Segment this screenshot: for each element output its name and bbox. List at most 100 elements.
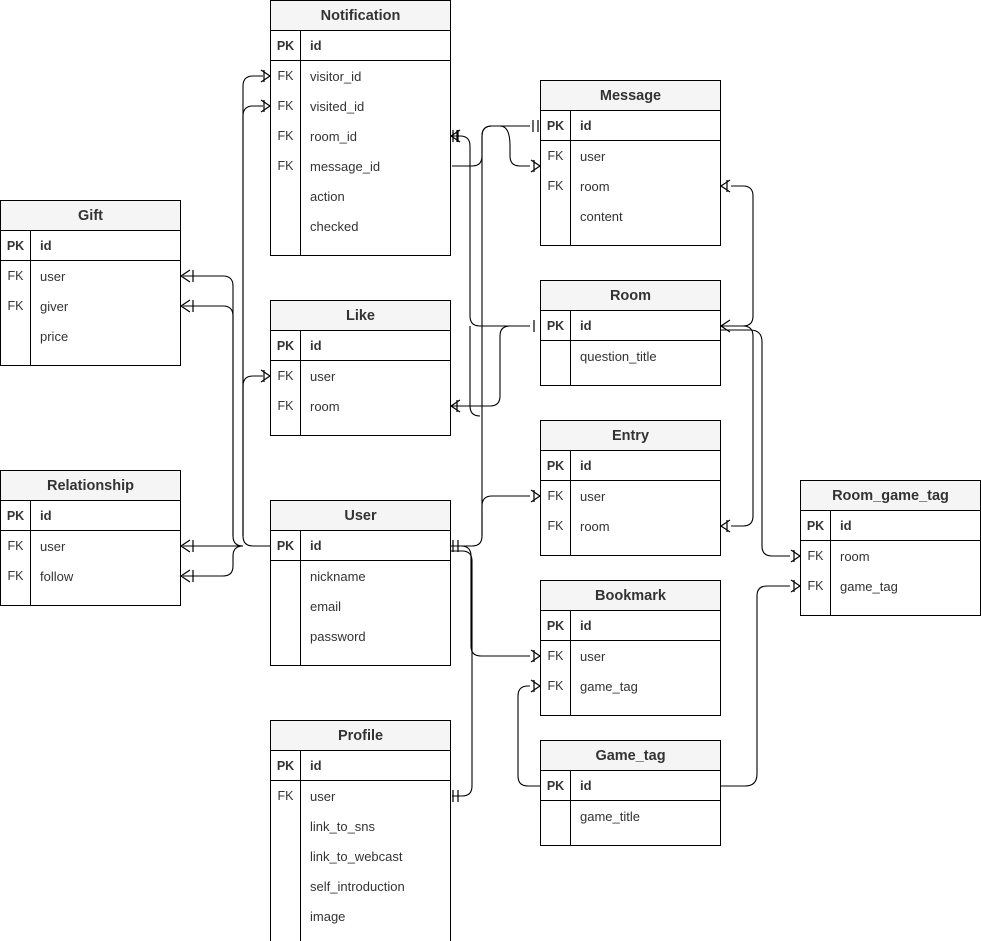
attribute-row[interactable]: FK user (271, 361, 450, 391)
attribute-key-badge: FK (541, 511, 571, 541)
attribute-name: price (40, 328, 69, 344)
attribute-name: id (580, 778, 592, 793)
entity-bottom-pad (271, 651, 450, 665)
attribute-name: id (580, 118, 592, 133)
attribute-row[interactable]: nickname (271, 561, 450, 591)
attribute-row[interactable]: image (271, 901, 450, 931)
attribute-row[interactable]: FK room (271, 391, 450, 421)
entity-bottom-pad-key-cell (271, 241, 301, 255)
entity-bottom-pad (541, 831, 720, 845)
attribute-key-badge: PK (271, 31, 301, 60)
entity-bottom-pad-key-cell (801, 601, 831, 615)
attribute-key-badge: FK (271, 91, 301, 121)
attribute-key-badge: PK (271, 531, 301, 560)
attribute-key-badge: FK (271, 121, 301, 151)
attribute-row[interactable]: password (271, 621, 450, 651)
attribute-row[interactable]: question_title (541, 341, 720, 371)
attribute-name: user (310, 788, 336, 804)
attribute-name: user (310, 368, 336, 384)
attribute-key-badge (271, 811, 301, 841)
attribute-key-badge: FK (271, 781, 301, 811)
attribute-name: id (840, 518, 852, 533)
entity-bottom-pad-name-cell (301, 931, 450, 941)
attribute-name: id (310, 338, 322, 353)
entity-bottom-pad (271, 241, 450, 255)
entity-title-notification: Notification (271, 1, 450, 31)
attribute-name: action (310, 188, 345, 204)
attribute-name: id (40, 508, 52, 523)
attribute-row[interactable]: content (541, 201, 720, 231)
entity-bottom-pad (541, 541, 720, 555)
attribute-key-badge: FK (1, 291, 31, 321)
attribute-name: room (310, 398, 340, 414)
attribute-row[interactable]: link_to_webcast (271, 841, 450, 871)
attribute-name: id (580, 618, 592, 633)
attribute-row[interactable]: price (1, 321, 180, 351)
attribute-name: user (580, 488, 606, 504)
attribute-name: password (310, 628, 366, 644)
entity-bottom-pad-name-cell (571, 541, 720, 555)
attribute-row[interactable]: FK user (271, 781, 450, 811)
entity-bottom-pad-name-cell (831, 601, 980, 615)
attribute-name: follow (40, 568, 74, 584)
attribute-row[interactable]: action (271, 181, 450, 211)
attribute-name: visitor_id (310, 68, 362, 84)
entity-title-game_tag: Game_tag (541, 741, 720, 771)
attribute-key-badge (271, 181, 301, 211)
edge-user-notification-visitor (242, 75, 270, 547)
edge-user-profile (451, 550, 473, 797)
attribute-row[interactable]: game_title (541, 801, 720, 831)
entity-bottom-pad-name-cell (571, 371, 720, 385)
attribute-row[interactable]: email (271, 591, 450, 621)
attribute-row[interactable]: checked (271, 211, 450, 241)
attribute-name: user (40, 268, 66, 284)
attribute-row[interactable]: self_introduction (271, 871, 450, 901)
attribute-key-badge: FK (271, 361, 301, 391)
attribute-key-badge: FK (541, 641, 571, 671)
attribute-row[interactable]: link_to_sns (271, 811, 450, 841)
attribute-key-badge: FK (271, 391, 301, 421)
entity-bottom-pad-key-cell (271, 931, 301, 941)
entity-title-bookmark: Bookmark (541, 581, 720, 611)
